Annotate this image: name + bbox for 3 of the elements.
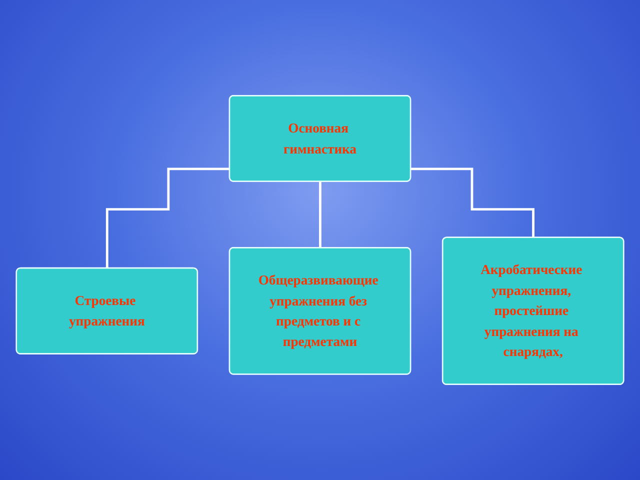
connector	[410, 168, 535, 239]
connector	[106, 168, 230, 270]
connector	[319, 180, 322, 250]
